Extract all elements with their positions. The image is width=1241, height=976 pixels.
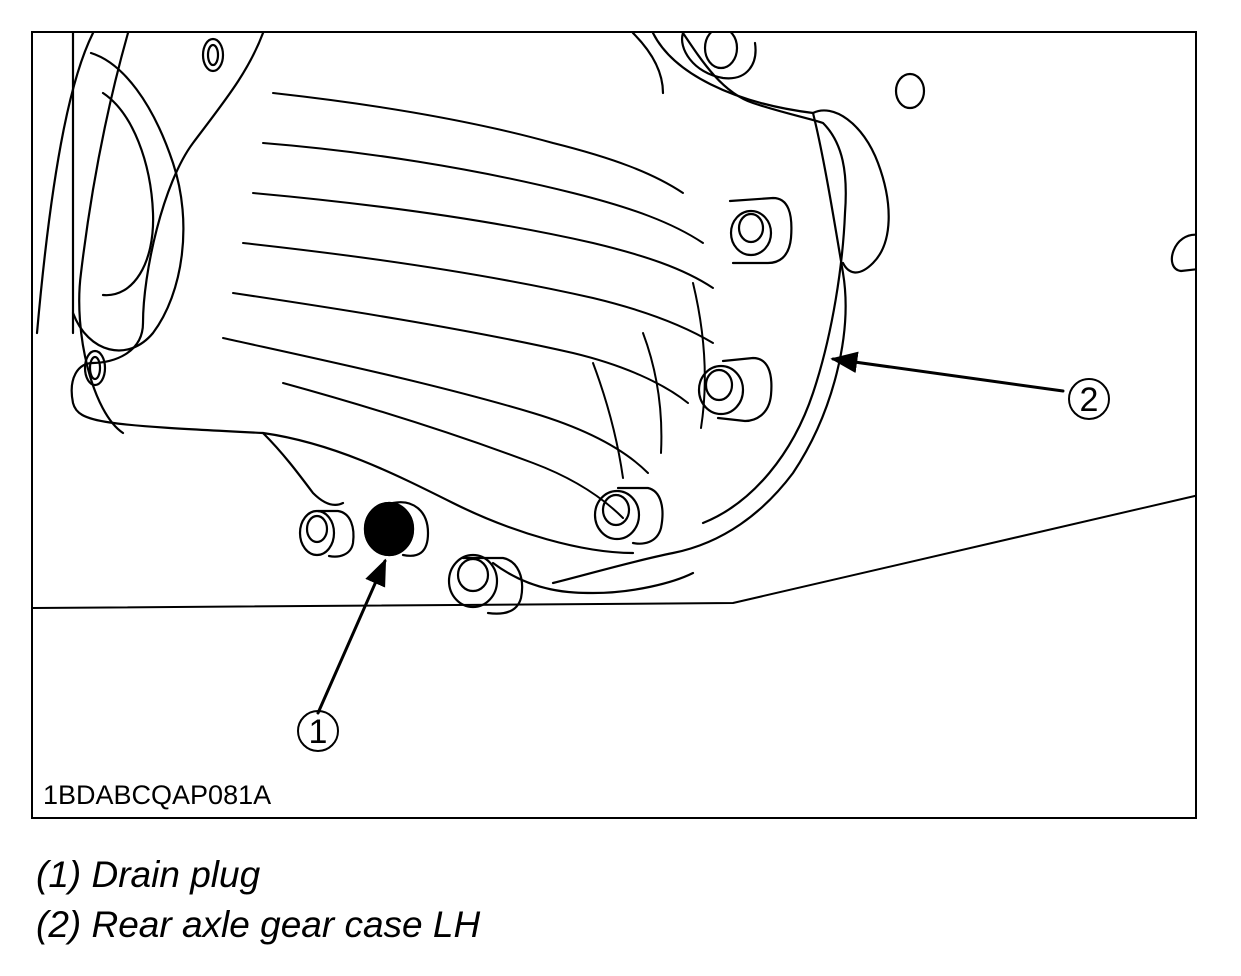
bolt <box>447 553 524 615</box>
callout-leaders <box>316 351 1065 715</box>
legend-item-drain-plug: (1) Drain plug <box>36 854 261 895</box>
figure-code: 1BDABCQAP081A <box>43 780 272 810</box>
frame-holes <box>894 72 1195 273</box>
gear-case-body <box>70 33 890 595</box>
casting-ribs <box>222 92 714 519</box>
cover-bolts <box>298 33 793 615</box>
legend-item-gear-case: (2) Rear axle gear case LH <box>36 904 481 945</box>
bolt <box>680 33 757 80</box>
callout-2: 2 <box>1068 378 1110 420</box>
callout-2-number: 2 <box>1080 381 1099 419</box>
axle-flange <box>35 33 225 435</box>
callout-1: 1 <box>297 710 339 752</box>
drain-plug <box>363 501 430 557</box>
bolt <box>728 196 793 265</box>
bolt <box>697 356 773 423</box>
bolt <box>298 509 355 558</box>
ground-lines <box>33 494 1195 609</box>
figure-frame: 1 2 1BDABCQAP081A <box>31 31 1197 819</box>
legend: (1) Drain plug (2) Rear axle gear case L… <box>36 850 480 950</box>
leader-arrow-1 <box>316 558 387 715</box>
callout-1-number: 1 <box>309 713 328 751</box>
gear-case-illustration: 1 2 <box>33 33 1195 752</box>
leader-arrow-2 <box>830 351 1065 393</box>
bolt <box>593 486 664 545</box>
